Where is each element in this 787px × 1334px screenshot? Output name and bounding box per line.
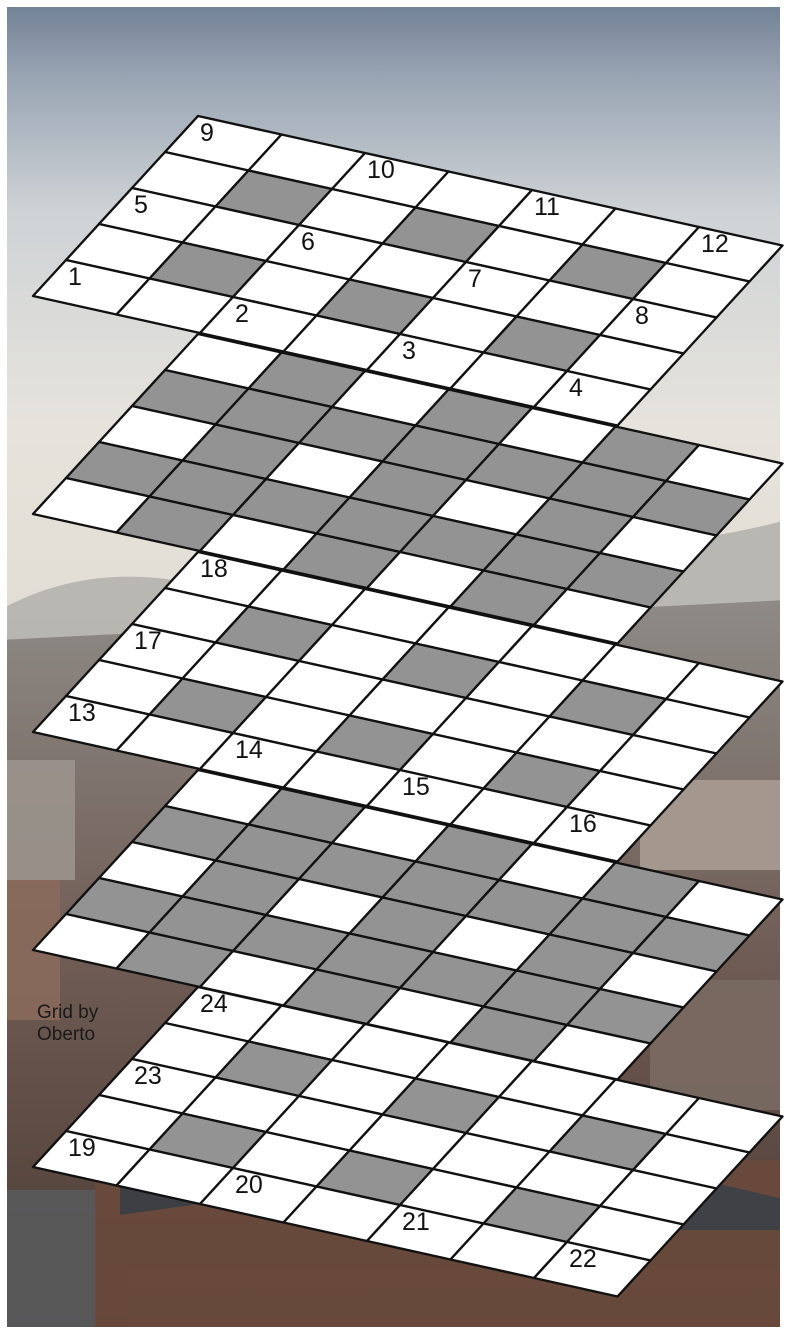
clue-number: 2 — [235, 300, 249, 328]
clue-number: 7 — [468, 265, 482, 293]
clue-number: 19 — [68, 1134, 96, 1162]
clue-number: 1 — [68, 263, 82, 291]
clue-number: 9 — [200, 119, 214, 147]
clue-number: 21 — [402, 1208, 430, 1236]
clue-number: 22 — [569, 1245, 597, 1273]
clue-number: 16 — [569, 810, 597, 838]
clue-number: 12 — [701, 230, 729, 258]
clue-number: 13 — [68, 699, 96, 727]
credit-line-1: Grid by — [37, 1002, 98, 1024]
clue-number: 17 — [134, 627, 162, 655]
clue-number: 4 — [569, 374, 583, 402]
clue-number: 5 — [134, 191, 148, 219]
clue-number: 6 — [301, 228, 315, 256]
clue-number: 10 — [367, 156, 395, 184]
clue-number: 20 — [235, 1171, 263, 1199]
clue-number: 14 — [235, 736, 263, 764]
clue-number: 24 — [200, 990, 228, 1018]
clue-number: 15 — [402, 773, 430, 801]
clue-number: 8 — [635, 302, 649, 330]
credit-line-2: Oberto — [37, 1024, 98, 1046]
clue-number: 23 — [134, 1062, 162, 1090]
clue-number: 3 — [402, 337, 416, 365]
clue-number: 18 — [200, 555, 228, 583]
clue-number: 11 — [534, 193, 560, 221]
credit: Grid by Oberto — [37, 1002, 98, 1046]
